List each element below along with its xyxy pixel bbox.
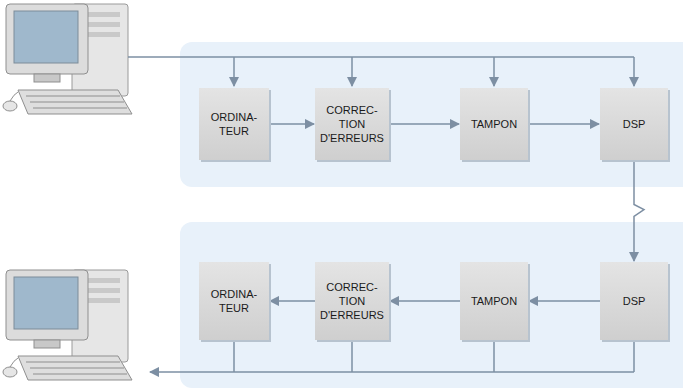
data-arrow [528,123,599,125]
sender-band [180,42,683,187]
data-arrow [270,300,315,302]
box-label: DSP [623,117,646,131]
box-label: TAMPON [471,117,517,131]
data-arrow [389,123,459,125]
process-box: ORDINA- TEUR [199,262,269,340]
process-box: TAMPON [460,262,528,340]
box-label: ORDINA- TEUR [203,287,265,316]
box-label: TAMPON [471,294,517,308]
data-arrow [269,123,314,125]
data-arrow [529,300,600,302]
process-box: DSP [600,262,668,340]
process-box: ORDINA- TEUR [199,88,269,160]
process-box: CORREC- TION D'ERREURS [315,88,389,160]
data-arrow [634,160,644,261]
receiver-band [180,222,683,388]
process-box: TAMPON [460,88,528,160]
data-arrow [390,300,460,302]
box-label: ORDINA- TEUR [203,110,265,139]
process-box: CORREC- TION D'ERREURS [315,262,389,340]
process-box: DSP [600,88,668,160]
box-label: DSP [623,294,646,308]
box-label: CORREC- TION D'ERREURS [319,280,385,323]
receiver-computer [3,270,132,380]
bus-wires [128,57,634,372]
box-label: CORREC- TION D'ERREURS [319,103,385,146]
sender-computer [3,4,132,114]
